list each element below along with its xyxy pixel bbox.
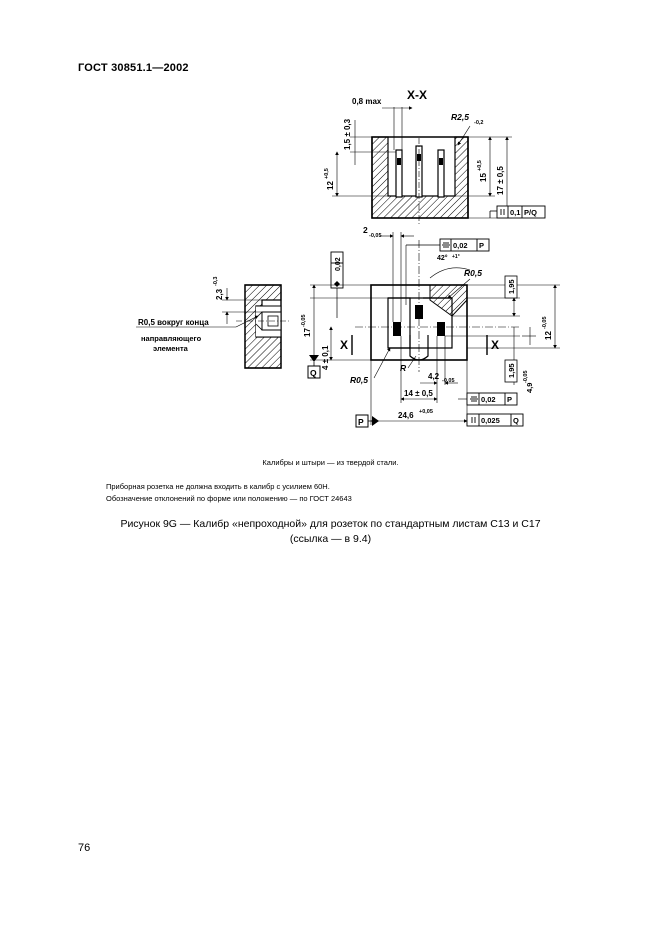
- figure-caption: Рисунок 9G — Калибр «непроходной» для ро…: [120, 518, 541, 530]
- dim-15-tol: +0,5: [477, 160, 483, 171]
- dim-2: 2: [363, 225, 368, 235]
- section-xx-view: X-X 0,8 max 1,5 ± 0,3 12 +0,5 R2,5 -0: [324, 88, 546, 225]
- dim-12-right: 12: [544, 331, 553, 340]
- angle-42-tol: +1°: [452, 254, 460, 260]
- force-note: Приборная розетка не должна входить в ка…: [106, 482, 330, 491]
- note-r0-5-line1: R0,5 вокруг конца: [138, 318, 209, 327]
- dim-1-5: 1,5 ± 0,3: [343, 118, 352, 150]
- section-label: X-X: [407, 88, 427, 102]
- dim-2-tol: -0,05: [369, 233, 382, 239]
- dim-4-9: 4,9: [525, 383, 534, 393]
- dim-12-tol: +0,5: [324, 168, 330, 179]
- page-number: 76: [78, 842, 91, 854]
- datum-p: P: [355, 414, 379, 428]
- dim-2-3: 2,3: [215, 288, 224, 300]
- dim-4-2-tol: -0,05: [442, 378, 455, 384]
- svg-text:0,1: 0,1: [510, 208, 520, 217]
- note-r0-5-line2: направляющего: [141, 334, 202, 343]
- dim-r2-5: R2,5: [451, 112, 469, 122]
- dim-14: 14 ± 0,5: [404, 389, 433, 398]
- dim-4-9-tol: -0,05: [523, 370, 529, 383]
- dim-4-2: 4,2: [428, 372, 440, 381]
- dim-4: 4 ± 0,1: [321, 345, 330, 370]
- dim-r: R: [400, 363, 407, 373]
- figure-caption-reference: (ссылка — в 9.4): [289, 533, 372, 545]
- detail-view: 2,3 -0,3 R0,5 вокруг конца направляющего…: [136, 277, 290, 369]
- dim-24-6: 24,6: [398, 411, 414, 420]
- tolerance-frame-parallel: 0,1 P/Q: [496, 205, 546, 219]
- tolerance-frame-vertical-left: 0,02: [330, 251, 344, 289]
- dim-1-95-bottom: 1,95: [507, 363, 516, 378]
- note-r0-5-line3: элемента: [153, 344, 189, 353]
- material-note: Калибры и штыри — из твердой стали.: [262, 458, 399, 467]
- datum-q: Q: [307, 355, 321, 379]
- svg-text:0,02: 0,02: [335, 257, 342, 271]
- dim-12: 12: [326, 181, 335, 190]
- svg-text:P: P: [479, 241, 484, 250]
- dim-r0-5-bottom: R0,5: [350, 375, 368, 385]
- svg-text:0,02: 0,02: [453, 241, 468, 250]
- section-marker-left: X: [340, 338, 348, 352]
- reference-note: Обозначение отклонений по форме или поло…: [106, 494, 352, 503]
- dim-1-95-top: 1,95: [507, 279, 516, 294]
- dim-2-3-tol: -0,3: [213, 277, 219, 286]
- section-marker-right: X: [491, 338, 499, 352]
- svg-text:P: P: [507, 395, 512, 404]
- main-view: X X 2 -0,05 0,02 P 42° +1° R0,5: [301, 225, 560, 428]
- svg-text:Q: Q: [513, 416, 519, 425]
- tolerance-frame-symmetry-bottom: 0,02 P: [466, 392, 518, 406]
- dim-0-8-max: 0,8 max: [352, 97, 382, 106]
- dim-15: 15: [479, 173, 488, 182]
- dim-r0-5-top: R0,5: [464, 268, 482, 278]
- document-header: ГОСТ 30851.1—2002: [78, 62, 189, 74]
- dim-12-right-tol: -0,05: [542, 316, 548, 329]
- angle-42: 42°: [437, 254, 448, 262]
- dim-17-left-tol: -0,05: [301, 314, 307, 327]
- dim-r2-5-tol: -0,2: [474, 120, 483, 126]
- svg-text:0,025: 0,025: [481, 416, 500, 425]
- svg-text:Q: Q: [310, 368, 317, 378]
- svg-text:0,02: 0,02: [481, 395, 496, 404]
- dim-17: 17 ± 0,5: [496, 166, 505, 195]
- svg-text:P/Q: P/Q: [524, 208, 537, 217]
- svg-text:P: P: [358, 417, 364, 427]
- tolerance-frame-symmetry-top: 0,02 P: [439, 238, 490, 252]
- tolerance-frame-parallel-bottom: 0,025 Q: [466, 413, 524, 427]
- dim-17-left: 17: [303, 328, 312, 337]
- dim-24-6-tol: +0,05: [419, 409, 433, 415]
